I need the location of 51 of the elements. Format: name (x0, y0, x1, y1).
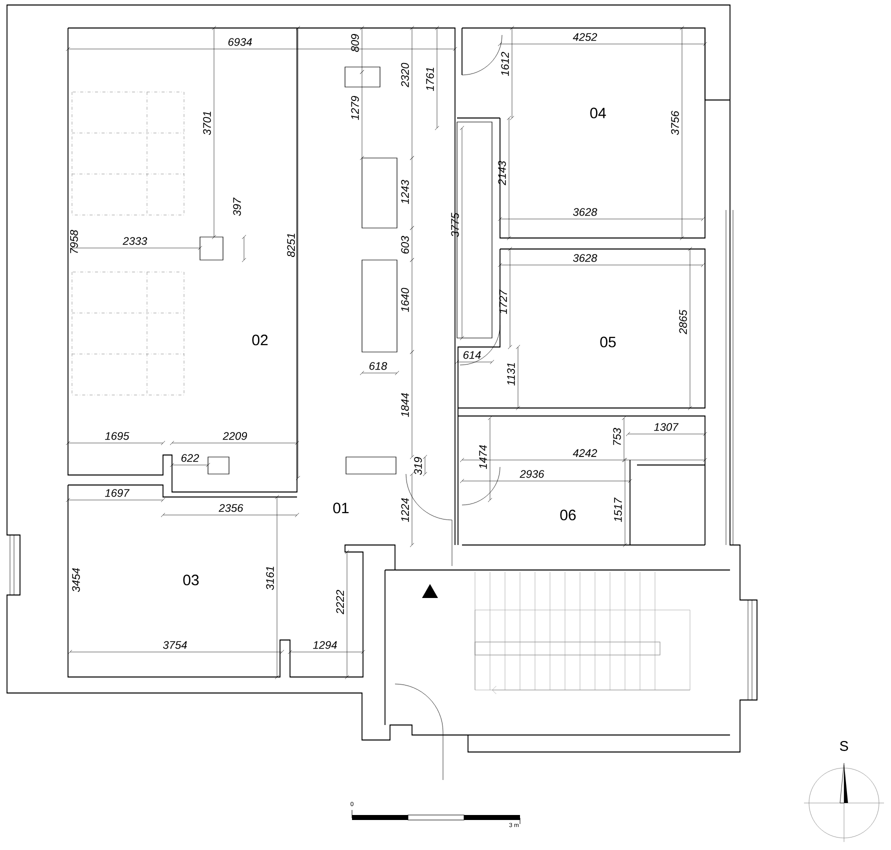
dimension-label: 3628 (573, 208, 598, 216)
dimension-label: 3454 (72, 568, 80, 592)
dimension-label: 618 (369, 362, 388, 370)
dimension-label: 2356 (218, 504, 244, 512)
dimension-label: 2209 (222, 432, 247, 440)
dimension-label: 1517 (614, 497, 622, 522)
dimension-label: 1224 (401, 498, 409, 522)
dimension-label: 8251 (287, 234, 295, 257)
dimension-label: 3756 (671, 110, 679, 135)
room-number: 01 (333, 502, 349, 514)
dimension-label: 2333 (122, 237, 148, 245)
room-number: 02 (252, 334, 268, 346)
dimension-label: 1727 (499, 289, 507, 314)
dimension-label: 3161 (266, 566, 274, 590)
dimension-label: 1761 (426, 68, 434, 91)
dimension-label: 2222 (336, 590, 344, 614)
dimension-label: 3775 (451, 212, 459, 237)
dimension-label: 3701 (203, 112, 211, 135)
dimension-label: 1474 (479, 445, 487, 469)
dimension-label: 319 (414, 457, 422, 475)
dimension-label: 1695 (105, 432, 130, 440)
dimension-label: 1243 (401, 180, 409, 204)
dimension-label: 4252 (572, 33, 598, 41)
dimension-label: 753 (613, 428, 621, 446)
dimension-label: 1612 (501, 52, 509, 76)
dimension-label: 622 (181, 454, 200, 462)
dimension-label: 6934 (228, 38, 252, 46)
dimension-label: 809 (351, 34, 359, 52)
dimension-label: 7958 (70, 230, 78, 254)
dimension-label: 2865 (679, 310, 687, 334)
compass-label: S (840, 741, 848, 751)
dimension-label: 2320 (401, 62, 409, 88)
room-number: 05 (600, 336, 616, 348)
dimension-label: 2143 (498, 160, 506, 186)
dimension-label: 1131 (507, 363, 515, 386)
dimension-label: 1279 (351, 96, 359, 120)
dimension-label: 1640 (401, 288, 409, 312)
dimension-label: 603 (401, 236, 409, 254)
room-number: 06 (560, 510, 576, 520)
dimension-label: 1307 (654, 423, 679, 431)
dimension-label: 4242 (572, 449, 598, 457)
dimension-label: 2936 (520, 470, 544, 478)
dimension-label: 1844 (401, 393, 409, 417)
room-number: 04 (590, 108, 606, 118)
dimension-label: 3628 (573, 254, 598, 262)
dimension-label: 397 (233, 198, 241, 216)
dimension-label: 1697 (105, 489, 130, 497)
dimension-label: 1294 (313, 641, 337, 649)
room-number: 03 (183, 574, 199, 586)
dimension-label: 614 (463, 351, 481, 359)
dimension-label: 3754 (163, 641, 187, 649)
